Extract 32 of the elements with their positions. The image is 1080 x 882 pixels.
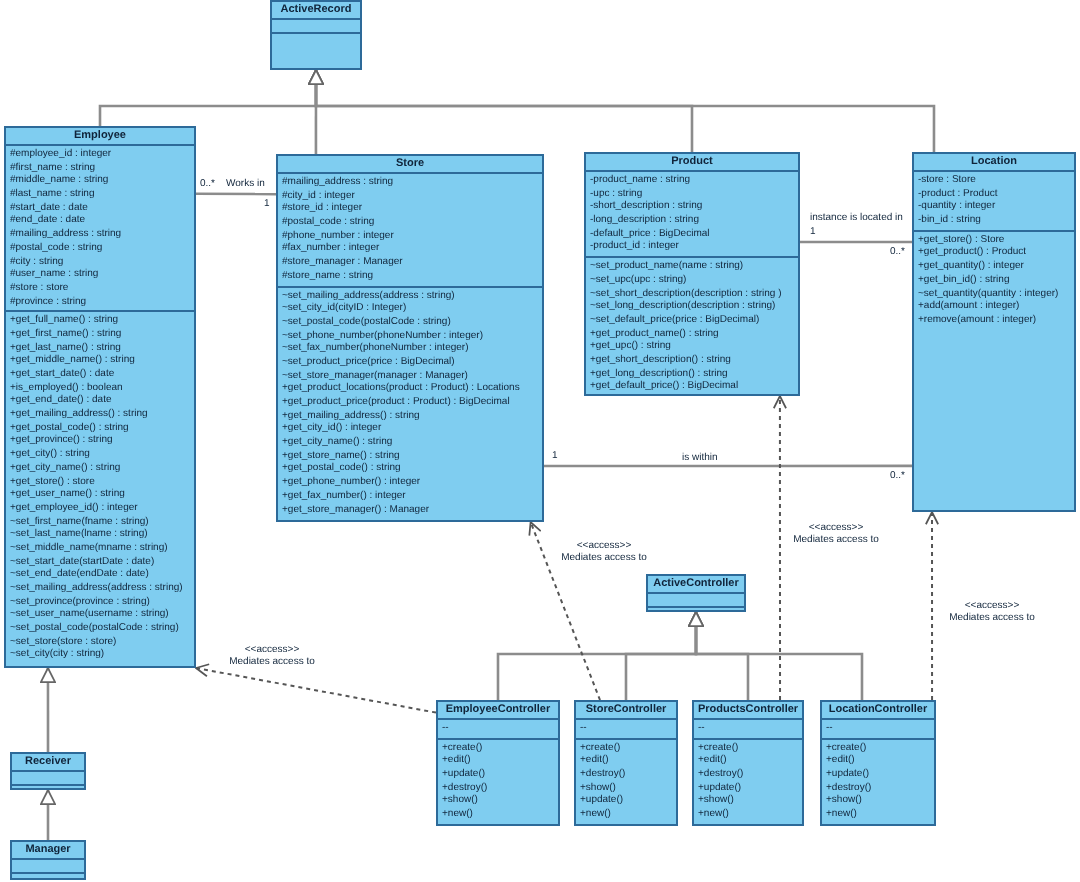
- class-compartment: [438, 737, 558, 824]
- class-compartment: [6, 144, 194, 311]
- class-box: [912, 152, 1076, 512]
- dependency-arrow: [772, 395, 787, 701]
- class-box: [584, 152, 800, 396]
- class-box: [276, 154, 544, 522]
- inheritance-arrow: [39, 667, 56, 752]
- class-compartment: [278, 285, 542, 520]
- class-box: [646, 574, 746, 612]
- inheritance-arrow: [308, 69, 936, 152]
- class-box: [4, 126, 196, 668]
- class-box: [574, 700, 678, 826]
- inheritance-arrow: [40, 789, 56, 840]
- class-box: [10, 752, 86, 790]
- class-compartment: [576, 737, 676, 824]
- class-box: [10, 840, 86, 880]
- class-compartment: [586, 256, 798, 396]
- class-compartment: [278, 172, 542, 285]
- class-box: [692, 700, 804, 826]
- class-box: [270, 0, 362, 70]
- class-box: [820, 700, 936, 826]
- class-compartment: [914, 170, 1074, 230]
- association-line: [544, 464, 912, 468]
- class-compartment: [694, 737, 802, 824]
- class-box: [436, 700, 560, 826]
- dependency-arrow: [528, 521, 601, 701]
- class-compartment: [822, 737, 934, 824]
- inheritance-arrow: [688, 611, 864, 700]
- dependency-arrow: [195, 663, 437, 714]
- association-line: [196, 192, 276, 196]
- association-line: [800, 240, 912, 244]
- dependency-arrow: [925, 511, 939, 701]
